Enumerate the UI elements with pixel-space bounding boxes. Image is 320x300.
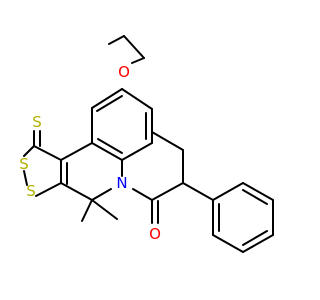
atom-s-thione-label: S — [32, 113, 42, 131]
atom-o-carbonyl: O — [149, 225, 161, 243]
molecule-canvas: O S S S N O — [19, 35, 274, 253]
bond — [242, 230, 268, 246]
atom-s-ring-upper: S — [19, 155, 29, 173]
bond — [121, 88, 153, 110]
bond — [33, 145, 62, 161]
bond — [35, 182, 62, 197]
bond — [91, 188, 112, 201]
bond — [212, 182, 244, 201]
atom-s-ring-lower: S — [26, 182, 36, 200]
bond — [131, 57, 145, 64]
bond — [151, 131, 184, 151]
bond — [23, 145, 35, 157]
bond — [242, 182, 274, 201]
bond — [96, 95, 123, 112]
atom-s-ring-upper-label: S — [19, 155, 29, 173]
bond — [212, 234, 244, 253]
bond — [23, 170, 28, 186]
bond — [60, 142, 93, 161]
molecule-structure: O S S S N O — [19, 35, 274, 253]
atom-o-ether: O — [118, 63, 130, 81]
bond — [91, 142, 123, 161]
bond — [182, 182, 214, 201]
bond — [97, 138, 123, 154]
atom-s-thione: S — [32, 113, 42, 131]
bond — [91, 199, 118, 220]
bond-layer — [23, 35, 274, 253]
bond — [242, 189, 268, 205]
bond — [132, 188, 153, 201]
atom-n-ring: N — [116, 174, 127, 192]
atom-s-ring-lower-label: S — [26, 182, 36, 200]
bond — [108, 35, 125, 45]
atom-n-ring-label: N — [116, 174, 127, 192]
atom-o-ether-label: O — [118, 63, 130, 81]
atom-o-carbonyl-label: O — [149, 225, 161, 243]
bond — [123, 35, 145, 59]
bond — [81, 199, 93, 222]
bond — [151, 182, 184, 201]
bond — [91, 88, 123, 109]
bond — [60, 182, 93, 201]
bond — [242, 234, 274, 253]
bond — [121, 142, 153, 161]
atom-label-layer: O S S S N O — [19, 63, 161, 243]
